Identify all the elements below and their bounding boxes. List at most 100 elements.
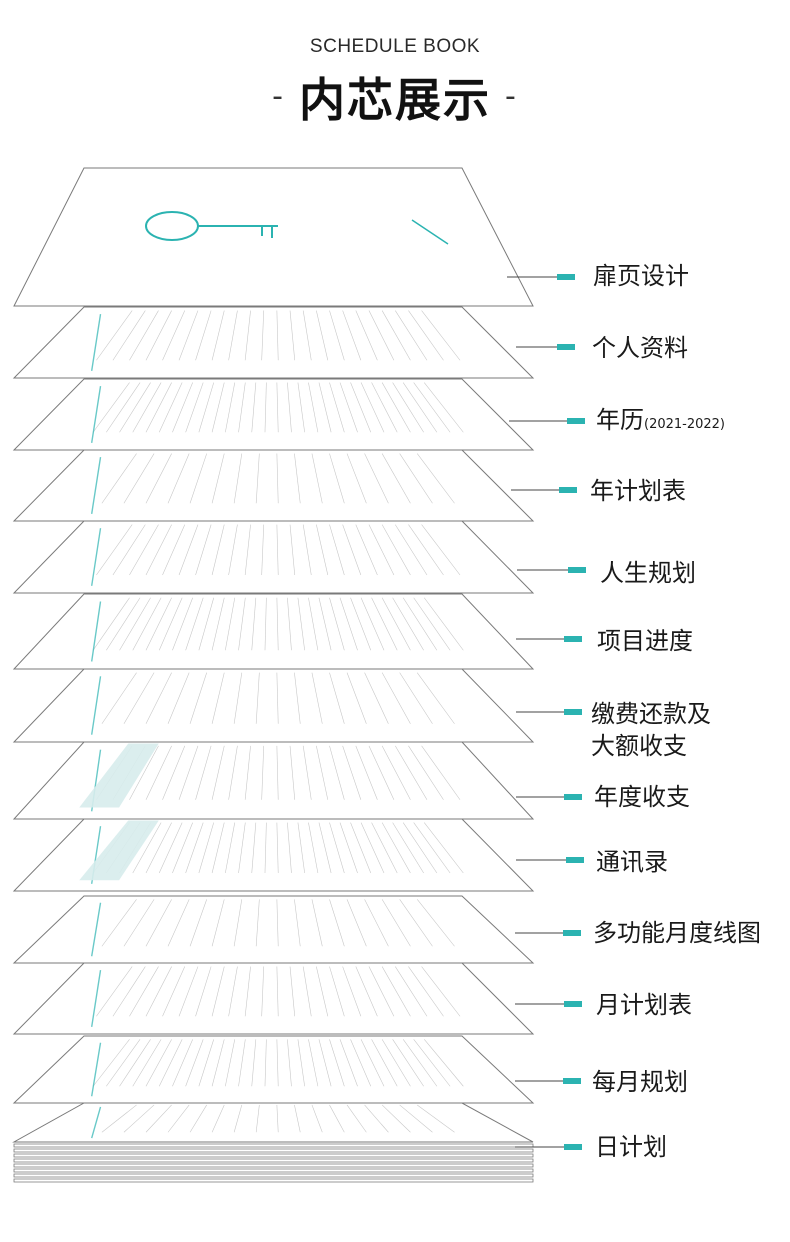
content-rule: [399, 1104, 433, 1133]
content-rule: [255, 453, 260, 504]
accent-rule: [90, 969, 102, 1028]
content-rule: [162, 966, 186, 1017]
content-rule: [264, 1039, 267, 1087]
content-rule: [276, 453, 279, 504]
content-rule: [360, 382, 385, 433]
content-rule: [123, 899, 155, 947]
content-rule: [342, 524, 362, 576]
content-rule: [195, 310, 212, 361]
content-rule: [308, 822, 319, 874]
content-rule: [408, 524, 444, 576]
content-rule: [132, 597, 162, 651]
content-rule: [329, 1104, 345, 1133]
title-dash-right: -: [505, 79, 518, 114]
content-rule: [416, 453, 455, 504]
content-rule: [368, 966, 395, 1017]
content-rule: [238, 382, 246, 433]
header-subtitle: SCHEDULE BOOK: [309, 36, 481, 57]
content-rule: [244, 310, 251, 361]
content-rule: [395, 310, 428, 361]
content-rule: [264, 822, 267, 874]
content-rule: [381, 1104, 411, 1133]
content-rule: [233, 672, 243, 724]
content-rule: [311, 453, 323, 504]
content-rule: [392, 822, 424, 874]
page-edge: [13, 1153, 534, 1158]
content-rule: [264, 382, 267, 433]
content-rule: [145, 382, 172, 433]
page-edge: [13, 1173, 534, 1178]
connector-dot-project-progress: [564, 636, 582, 642]
content-rule: [189, 672, 207, 724]
content-rule: [368, 524, 395, 576]
content-rule: [364, 1104, 389, 1133]
header-title-row: -内芯展示-: [0, 64, 790, 130]
content-rule: [311, 1104, 323, 1133]
content-rule: [112, 966, 146, 1017]
content-rule: [251, 1039, 257, 1087]
content-rule: [225, 382, 236, 433]
content-rule: [329, 1039, 345, 1087]
content-rule: [123, 672, 155, 724]
content-rule: [381, 382, 411, 433]
content-rule: [238, 822, 246, 874]
content-rule: [371, 1039, 398, 1087]
content-rule: [276, 382, 279, 433]
connector-dot-year-plan: [559, 487, 577, 493]
label-text: 年度收支: [594, 783, 690, 811]
content-rule: [167, 672, 190, 724]
content-rule: [421, 745, 461, 800]
content-rule: [172, 822, 193, 874]
content-rule: [318, 822, 332, 874]
content-rule: [158, 822, 183, 874]
content-rule: [145, 745, 172, 800]
label-text: 月计划表: [596, 991, 692, 1019]
content-rule: [399, 453, 433, 504]
content-rule: [413, 382, 451, 433]
content-rule: [129, 310, 159, 361]
content-rule: [185, 1039, 204, 1087]
label-text: 缴费还款及: [591, 700, 711, 728]
content-rule: [276, 672, 279, 724]
content-rule: [145, 966, 172, 1017]
connector-dot-life-plan: [568, 567, 586, 573]
label-payments: 缴费还款及大额收支: [591, 698, 711, 763]
accent-rule: [90, 385, 102, 444]
accent-rule: [90, 313, 102, 372]
content-rule: [381, 1039, 411, 1087]
content-rule: [228, 310, 238, 361]
content-rule: [233, 1104, 243, 1133]
content-rule: [123, 1104, 155, 1133]
content-rule: [162, 745, 186, 800]
content-rule: [408, 966, 444, 1017]
label-text: 年历: [596, 406, 644, 434]
content-rule: [96, 310, 133, 361]
content-rule: [302, 745, 312, 800]
label-text: 个人资料: [592, 334, 688, 362]
content-rule: [395, 524, 428, 576]
content-rule: [189, 899, 207, 947]
page-edge: [13, 1143, 534, 1148]
content-rule: [294, 453, 301, 504]
accent-rule: [90, 1042, 102, 1097]
content-rule: [185, 822, 204, 874]
content-rule: [251, 382, 257, 433]
content-rule: [276, 597, 279, 651]
content-rule: [308, 1039, 319, 1087]
connector-dot-monthly-planning: [563, 1078, 581, 1084]
content-rule: [276, 524, 279, 576]
content-rule: [318, 382, 332, 433]
content-rule: [185, 382, 204, 433]
content-rule: [364, 453, 389, 504]
content-rule: [198, 382, 215, 433]
content-rule: [302, 310, 312, 361]
content-rule: [255, 672, 260, 724]
content-rule: [368, 310, 395, 361]
content-rule: [276, 899, 279, 947]
content-rule: [289, 966, 296, 1017]
content-rule: [132, 822, 162, 874]
content-rule: [329, 672, 345, 724]
content-rule: [413, 597, 451, 651]
content-rule: [364, 672, 389, 724]
content-rule: [423, 597, 464, 651]
